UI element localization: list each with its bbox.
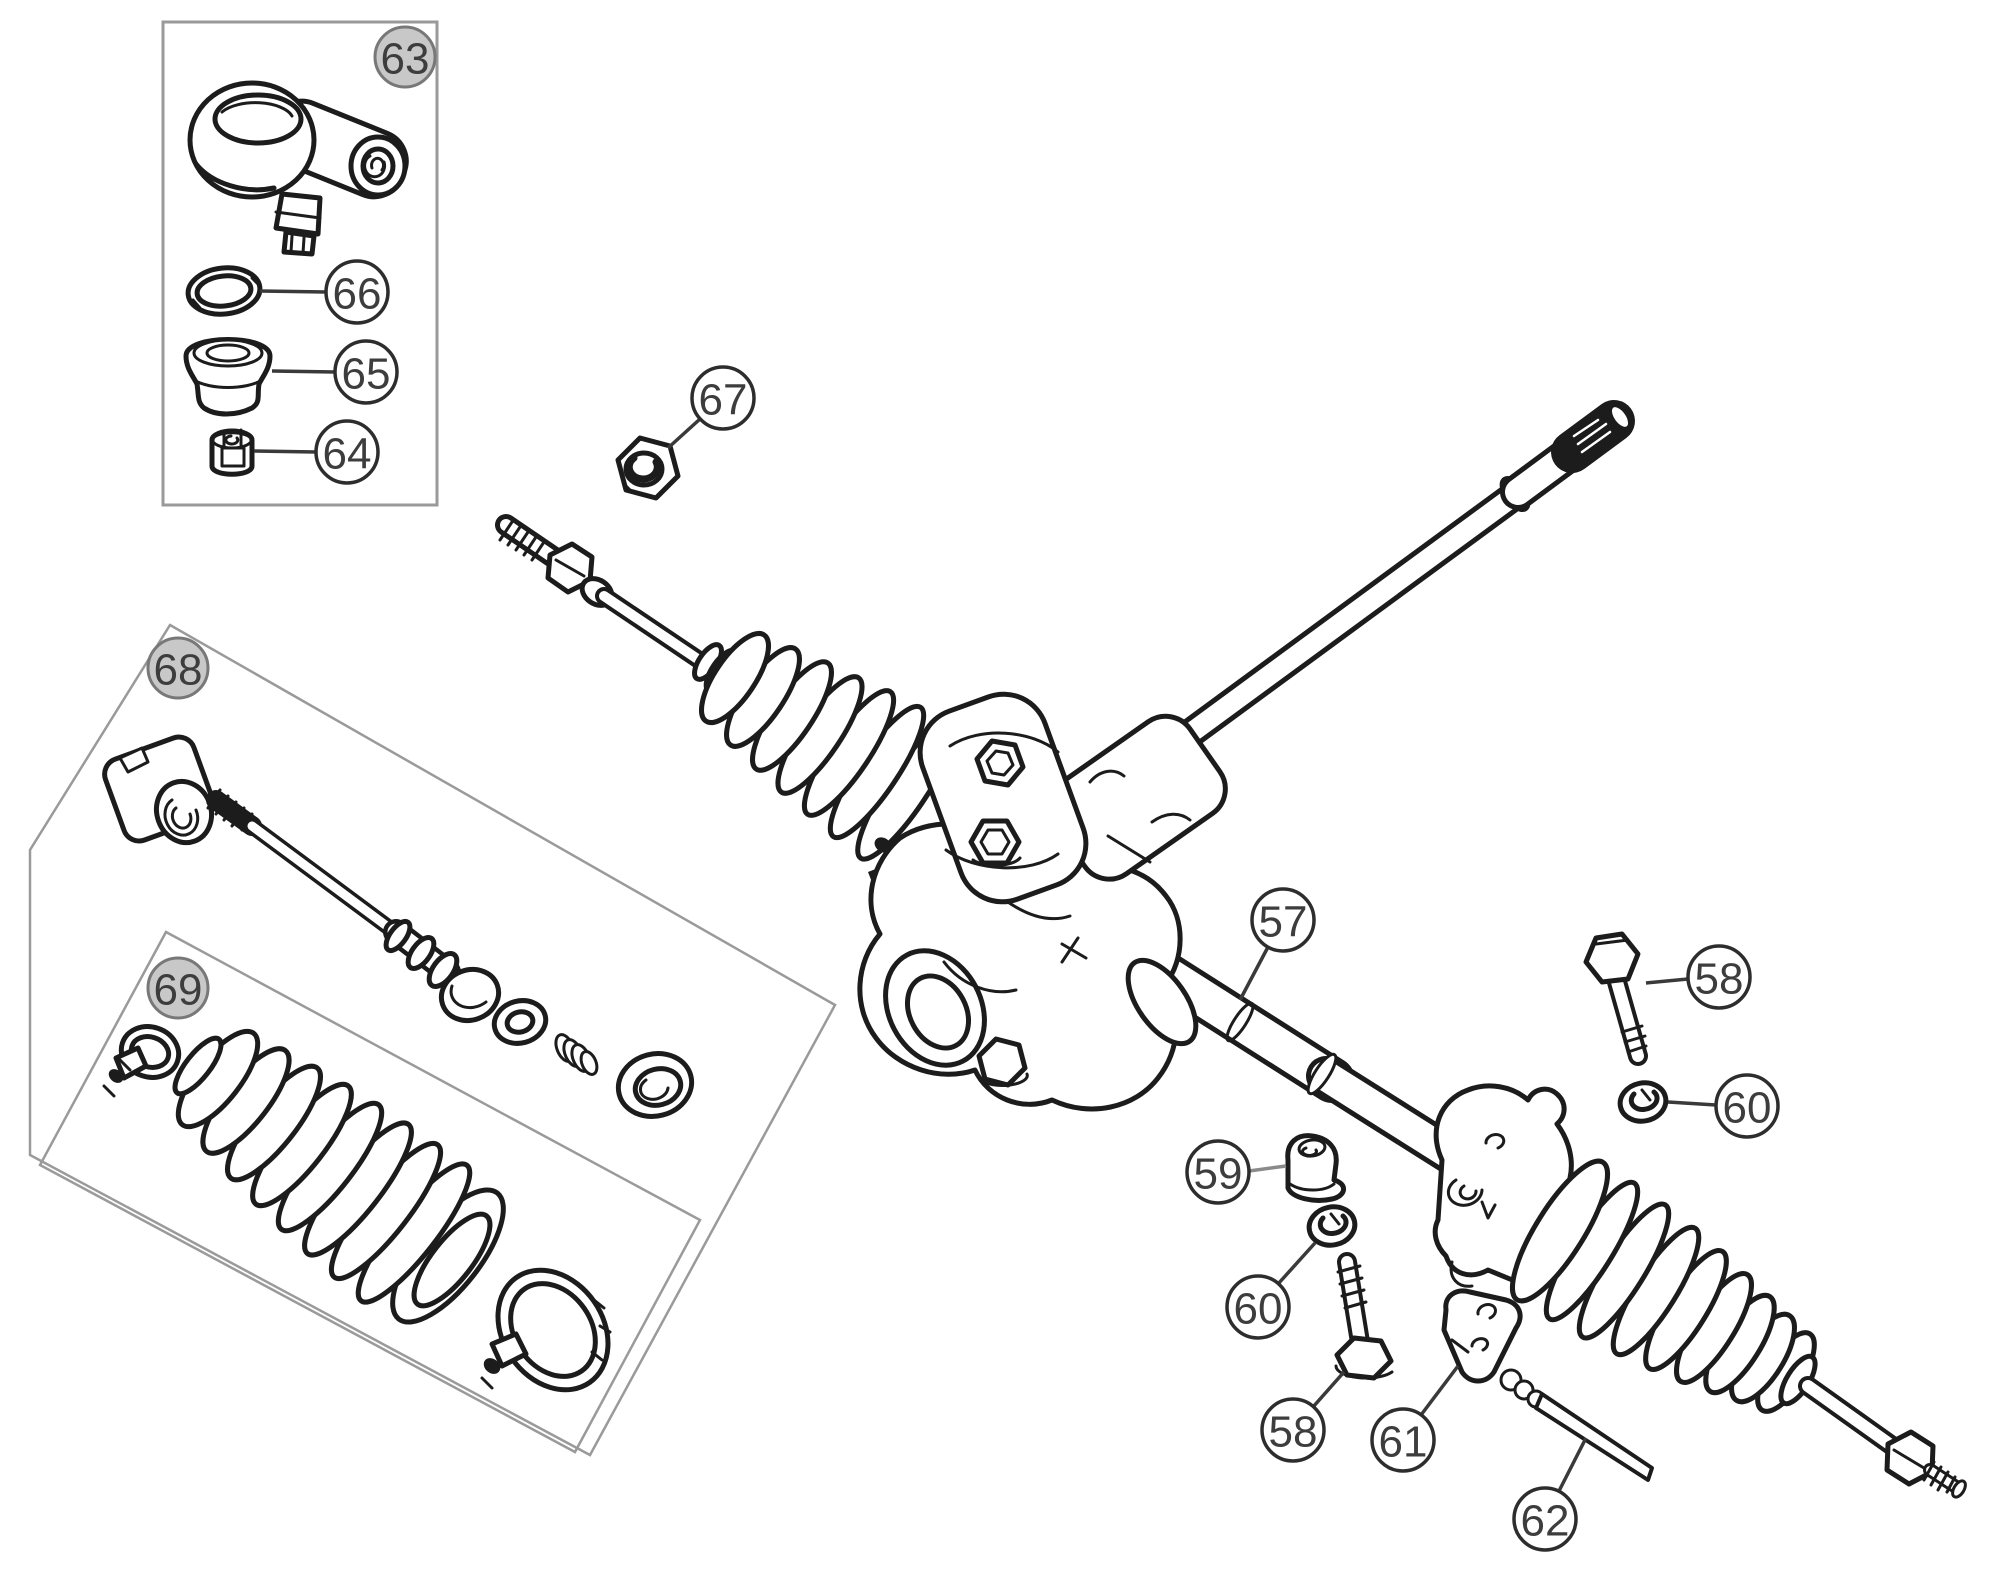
callout-68-label: 68 — [154, 646, 203, 695]
callout-60-right-label: 60 — [1723, 1084, 1772, 1133]
lock-washer-60-right-drawing — [1617, 1080, 1669, 1124]
kit-box-63-outline — [161, 20, 439, 507]
left-tie-rod-drawing — [495, 514, 741, 695]
callout-61[interactable]: 61 — [1370, 1407, 1436, 1473]
callout-66-label: 66 — [333, 270, 382, 319]
callout-68[interactable]: 68 — [146, 636, 210, 700]
callout-60-lower-label: 60 — [1234, 1285, 1283, 1334]
steering-rack-assembly-drawing — [495, 400, 1967, 1499]
rack-tube-drawing — [1117, 935, 1476, 1178]
callout-58-right-label: 58 — [1695, 955, 1744, 1004]
bushing-64-drawing — [209, 428, 255, 477]
callout-58-lower[interactable]: 58 — [1260, 1397, 1326, 1463]
inner-tie-rod-kit-drawing — [102, 734, 695, 1119]
callout-65-label: 65 — [342, 350, 391, 399]
kit-bellows-boot-drawing — [172, 1028, 506, 1325]
small-spring-drawing — [554, 1033, 599, 1076]
dust-boot-65-drawing — [183, 337, 273, 417]
callout-58-lower-label: 58 — [1269, 1408, 1318, 1457]
callout-69[interactable]: 69 — [146, 956, 210, 1020]
callout-64-label: 64 — [323, 430, 372, 479]
callout-60-right[interactable]: 60 — [1714, 1073, 1780, 1139]
washer-drawing — [491, 998, 549, 1046]
callout-57[interactable]: 57 — [1250, 887, 1316, 953]
small-clamp-drawing — [102, 1024, 182, 1098]
callout-66[interactable]: 66 — [324, 259, 390, 325]
callout-63[interactable]: 63 — [373, 25, 437, 89]
pin-62-drawing — [1499, 1368, 1654, 1482]
bracket-61-drawing — [1441, 1288, 1523, 1384]
bushing-59-drawing — [1285, 1133, 1346, 1203]
callout-63-label: 63 — [381, 35, 430, 84]
callout-60-lower[interactable]: 60 — [1225, 1274, 1291, 1340]
large-clamp-ring-drawing — [480, 1267, 612, 1393]
fastener-parts-drawing — [1285, 931, 1669, 1482]
kit-box-69-outline — [38, 930, 702, 1454]
callout-58-right[interactable]: 58 — [1686, 944, 1752, 1010]
callout-67[interactable]: 67 — [690, 365, 756, 431]
callout-61-label: 61 — [1379, 1418, 1428, 1467]
callout-69-label: 69 — [154, 966, 203, 1015]
callout-64[interactable]: 64 — [314, 419, 380, 485]
tie-rod-end-drawing — [187, 80, 409, 257]
bolt-58-right-drawing — [1583, 931, 1648, 1066]
lock-sleeve-drawing — [102, 734, 216, 846]
pinion-input-shaft-drawing — [1105, 400, 1635, 800]
pinion-housing-drawing — [857, 691, 1228, 1112]
callout-62-label: 62 — [1521, 1497, 1570, 1546]
boot-kit-drawing — [102, 1024, 612, 1393]
callout-67-label: 67 — [699, 376, 748, 425]
snap-ring-66-drawing — [185, 265, 263, 317]
inner-tie-rod-shaft-drawing — [206, 788, 502, 1024]
callout-65[interactable]: 65 — [333, 339, 399, 405]
callout-57-label: 57 — [1259, 898, 1308, 947]
right-tie-rod-drawing — [1798, 1376, 1967, 1499]
callout-59-label: 59 — [1194, 1150, 1243, 1199]
support-bush-ring-drawing — [615, 1051, 695, 1119]
kit-box-68-outline — [28, 623, 837, 1457]
bolt-58-lower-drawing — [1334, 1252, 1394, 1381]
lock-washer-60-lower-drawing — [1306, 1204, 1358, 1248]
leader-lines — [253, 289, 1717, 1492]
callout-62[interactable]: 62 — [1512, 1486, 1578, 1552]
callout-59[interactable]: 59 — [1185, 1139, 1251, 1205]
lock-nut-67-drawing — [615, 435, 681, 501]
